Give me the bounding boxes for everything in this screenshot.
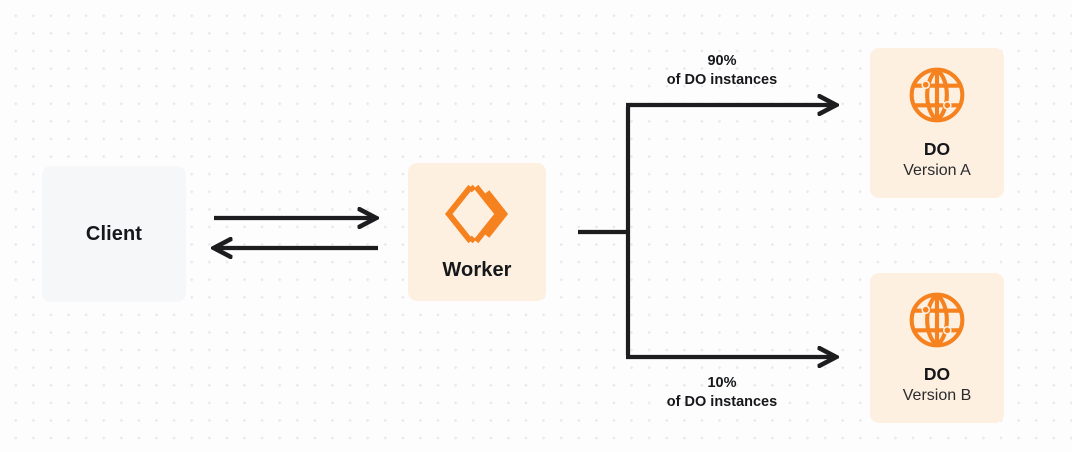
node-client-label: Client [85,223,143,245]
node-do-a-label: DO [923,139,951,160]
edge-label-do-b-percent: 10% [707,375,737,391]
edge-label-do-b: 10% of DO instances [617,374,827,412]
node-do-version-a[interactable]: DO Version A [870,48,1004,198]
edge-label-do-a-caption: of DO instances [666,72,778,89]
edge-label-do-b-caption: of DO instances [666,394,778,411]
edge-label-do-a: 90% of DO instances [617,52,827,90]
node-do-version-b[interactable]: DO Version B [870,273,1004,423]
globe-icon [907,290,967,350]
edge-label-do-a-percent: 90% [707,53,737,69]
node-do-a-sublabel: Version A [903,162,971,180]
cloudflare-workers-icon [443,183,511,245]
globe-icon [907,65,967,125]
node-do-b-label: DO [923,364,951,385]
worker-branch-spine [578,107,631,355]
node-client[interactable]: Client [42,166,186,302]
node-do-b-sublabel: Version B [902,387,972,405]
node-worker-label: Worker [442,259,512,281]
node-worker[interactable]: Worker [408,163,546,301]
